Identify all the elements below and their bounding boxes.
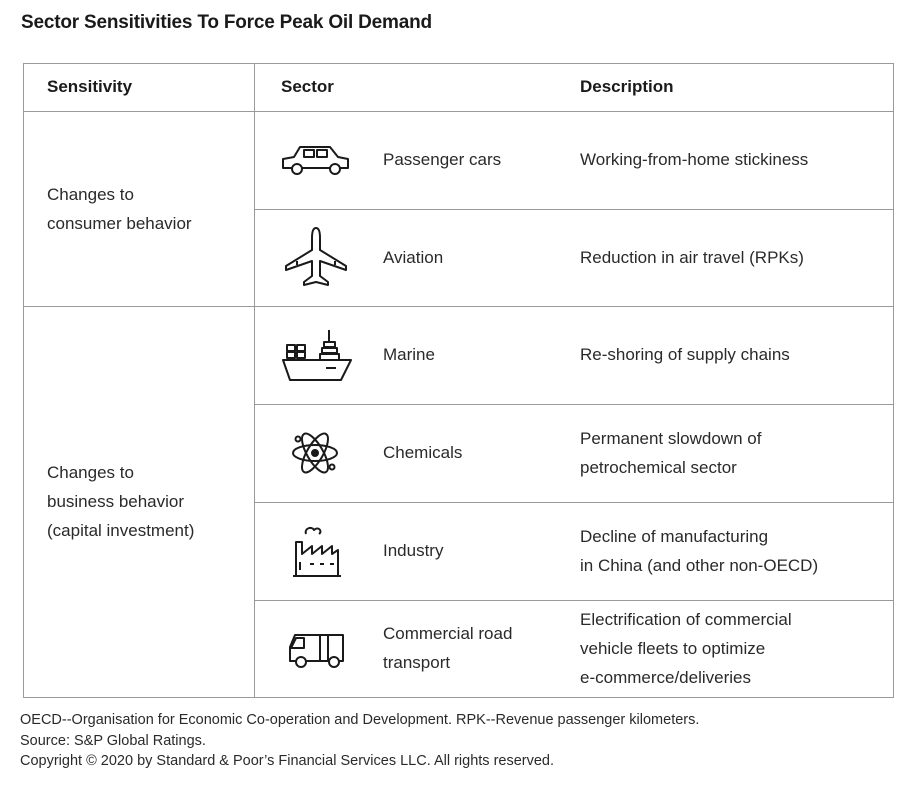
sector-marine: Marine (383, 345, 435, 364)
header-divider (24, 111, 893, 112)
row-divider (255, 502, 893, 503)
footnote-abbreviations: OECD--Organisation for Economic Co-opera… (20, 712, 700, 728)
factory-icon (292, 524, 342, 578)
sector-industry: Industry (383, 541, 444, 560)
footnote-copyright: Copyright © 2020 by Standard & Poor’s Fi… (20, 753, 555, 769)
atom-icon (290, 428, 340, 478)
description-marine: Re-shoring of supply chains (580, 345, 790, 364)
row-divider (255, 209, 893, 210)
group-business-behavior: Changes to business behavior (capital in… (47, 463, 195, 540)
description-chemicals: Permanent slowdown of petrochemical sect… (580, 429, 762, 477)
row-divider (255, 404, 893, 405)
column-divider (254, 64, 255, 697)
description-aviation: Reduction in air travel (RPKs) (580, 248, 804, 267)
sector-passenger-cars: Passenger cars (383, 150, 502, 169)
header-sensitivity: Sensitivity (47, 77, 133, 96)
truck-icon (287, 629, 347, 671)
description-passenger-cars: Working-from-home stickiness (580, 150, 809, 169)
header-sector: Sector (281, 77, 334, 96)
row-divider (255, 600, 893, 601)
car-icon (280, 142, 352, 178)
description-commercial-road-transport: Electrification of commercial vehicle fl… (580, 610, 792, 687)
description-industry: Decline of manufacturing in China (and o… (580, 527, 819, 575)
group-divider (24, 306, 893, 307)
sector-commercial-road-transport: Commercial road transport (383, 624, 513, 672)
header-description: Description (580, 77, 674, 96)
sensitivity-table: Sensitivity Sector Description Changes t… (23, 63, 894, 698)
sector-chemicals: Chemicals (383, 443, 463, 462)
airplane-icon (283, 226, 349, 288)
footnotes: OECD--Organisation for Economic Co-opera… (20, 710, 699, 772)
group-consumer-behavior: Changes to consumer behavior (47, 185, 192, 233)
page-title: Sector Sensitivities To Force Peak Oil D… (21, 12, 432, 33)
footnote-source: Source: S&P Global Ratings. (20, 732, 206, 749)
ship-icon (280, 328, 354, 384)
sector-aviation: Aviation (383, 248, 444, 267)
